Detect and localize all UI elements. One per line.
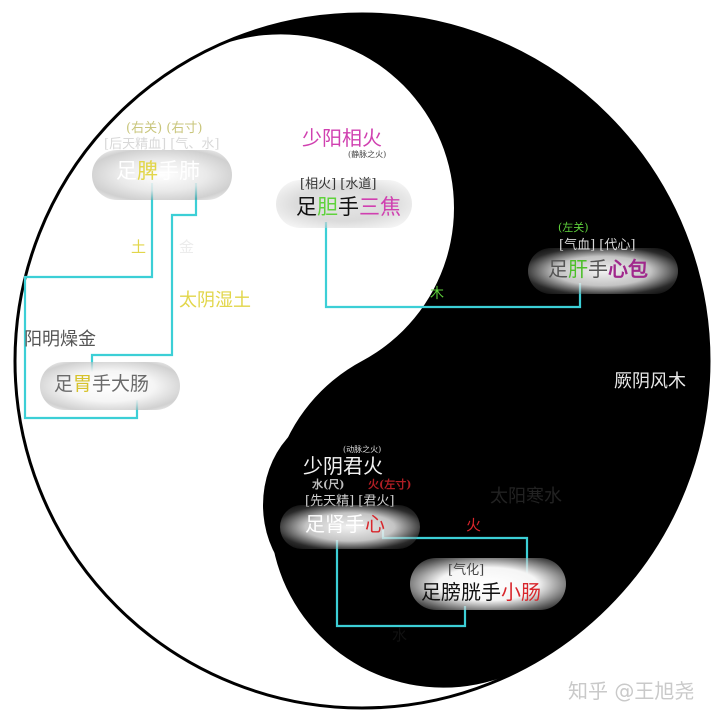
gallbladder-highlight [276, 180, 412, 228]
bladder-small-intestine-organ: 足膀胱手小肠 [421, 582, 541, 602]
shaoyin-subtitle: (动脉之火) [343, 445, 382, 454]
spleen-lung-organ: 足脾手肺 [116, 161, 200, 182]
liver-highlight [528, 248, 678, 294]
shaoyang-subtitle: (静脉之火) [348, 150, 387, 159]
liver-pulse: (左关) [558, 221, 589, 234]
organ-small-intestine: 小肠 [501, 580, 541, 604]
organ-prefix: 足 [305, 512, 325, 536]
element-wood: 木 [430, 286, 444, 302]
yangming-label: 阳明燥金 [24, 329, 96, 350]
organ-prefix: 足 [54, 373, 74, 395]
kidney-heart-highlight [280, 505, 420, 549]
gallbladder-triple-burner-organ: 足胆手三焦 [296, 197, 401, 218]
connector-lung-large-intestine [90, 183, 198, 378]
shaoyin-title: 少阴君火 [303, 454, 383, 478]
stomach-highlight [40, 362, 180, 410]
pulse-water: 水(尺) [312, 478, 345, 491]
connector-spleen-stomach [23, 183, 154, 420]
organ-liver: 肝 [568, 257, 588, 281]
organ-gallbladder: 胆 [317, 195, 338, 219]
element-metal: 金 [179, 238, 195, 256]
connector-kidney-bladder [335, 540, 467, 628]
element-water: 水 [392, 626, 408, 644]
shaoyang-title: 少阳相火 [302, 126, 382, 150]
organ-hand-mark: 手 [345, 512, 365, 536]
shaoyang-tags: [相火] [水道] [300, 177, 377, 192]
organ-bladder: 膀胱 [441, 580, 481, 604]
organ-kidney: 肾 [325, 512, 345, 536]
taiyin-label: 太阴湿土 [179, 290, 251, 311]
liver-pericardium-organ: 足肝手心包 [548, 259, 648, 279]
jueyin-label: 厥阴风木 [614, 371, 686, 392]
organ-hand-mark: 手 [481, 580, 501, 604]
organ-prefix: 足 [296, 195, 317, 219]
organ-hand-mark: 手 [92, 373, 112, 395]
organ-hand-mark: 手 [338, 195, 359, 219]
watermark: 知乎 @王旭尧 [568, 679, 695, 703]
organ-pericardium: 心包 [608, 257, 648, 281]
connector-gallbladder-liver [324, 222, 582, 309]
organ-prefix: 足 [116, 159, 137, 183]
kidney-heart-organ: 足肾手心 [305, 514, 385, 534]
organ-triple-burner: 三焦 [359, 195, 401, 219]
liver-tags: [气血] [代心] [559, 238, 636, 253]
element-earth: 土 [131, 238, 147, 256]
organ-large-intestine: 大肠 [111, 373, 150, 395]
organ-hand-mark: 手 [158, 159, 179, 183]
element-fire: 火 [466, 516, 482, 534]
spleen-lung-highlight [92, 150, 232, 200]
pulse-fire: 火(左寸) [368, 478, 412, 491]
bladder-tags: [气化] [448, 563, 485, 578]
organ-prefix: 足 [421, 580, 441, 604]
organ-stomach: 胃 [73, 373, 93, 395]
organ-lung: 肺 [179, 159, 200, 183]
organ-prefix: 足 [548, 257, 568, 281]
organ-heart: 心 [365, 512, 385, 536]
organ-hand-mark: 手 [588, 257, 608, 281]
stomach-large-intestine-organ: 足胃手大肠 [54, 375, 149, 394]
organ-spleen: 脾 [137, 159, 158, 183]
spleen-lung-pulse: (右关) (右寸) [126, 121, 203, 136]
taiyang-label: 太阳寒水 [490, 486, 562, 507]
shaoyin-tags: [先天精] [君火] [305, 494, 395, 509]
spleen-lung-tags: [后天精血] [气、水] [104, 137, 220, 152]
bladder-highlight [410, 558, 566, 610]
